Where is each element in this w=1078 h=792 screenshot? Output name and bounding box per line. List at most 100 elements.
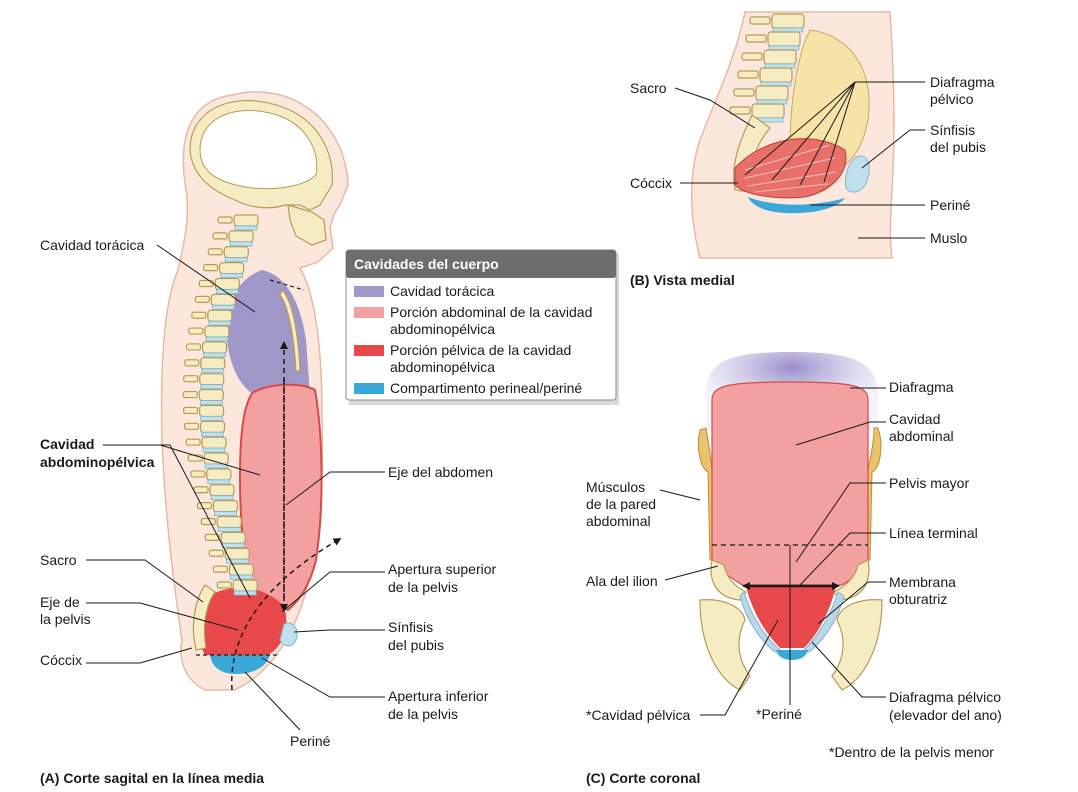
spinous-process: [185, 438, 201, 446]
label-apertura-inferior-2: de la pelvis: [388, 706, 458, 722]
lumbar-vertebra: [763, 49, 797, 65]
intervertebral-disc: [220, 273, 244, 279]
vertebra: [200, 357, 226, 370]
vertebra: [203, 452, 229, 465]
sternum: [279, 288, 301, 373]
pubic-symphysis-b: [845, 155, 870, 193]
caption-panel-b: (B) Vista medial: [630, 272, 735, 288]
leader-musculos-c: [659, 489, 701, 501]
jaw: [287, 204, 327, 246]
pelvic-portion: [198, 587, 287, 655]
leader-cavidad-toracica: [156, 244, 256, 313]
label-membrana-c-2: obturatriz: [889, 591, 947, 607]
spinous-process: [185, 343, 202, 351]
label-cavidad-toracica: Cavidad torácica: [40, 237, 144, 253]
spinous-process: [741, 52, 763, 61]
intervertebral-disc: [229, 574, 253, 580]
leader-cavidad-abdominopelvica-b: [103, 444, 251, 599]
label-eje-pelvis-2: la pelvis: [40, 611, 91, 627]
label-musculos-c-3: abdominal: [586, 513, 651, 529]
label-apertura-inferior-1: Apertura inferior: [388, 688, 489, 704]
label-coccix-b: Cóccix: [630, 175, 672, 191]
vertebra: [199, 420, 226, 433]
caption-panel-c: (C) Corte coronal: [586, 770, 700, 786]
intervertebral-disc: [200, 384, 224, 390]
legend-item-label: Cavidad torácica: [390, 283, 494, 299]
lumbar-vertebra: [751, 103, 785, 119]
label-cavidad-abdominal-c-2: abdominal: [889, 428, 954, 444]
hip-left-c: [699, 599, 751, 691]
legend-item-label: Porción abdominal de la cavidad: [390, 304, 592, 320]
intervertebral-disc: [233, 590, 257, 596]
hip-right-c: [831, 599, 883, 691]
vertebra: [198, 404, 225, 418]
lumbar-spine-b: [729, 13, 805, 123]
vertebra: [228, 230, 254, 243]
label-pelvis-mayor-c: Pelvis mayor: [889, 475, 969, 491]
intervertebral-disc: [210, 495, 234, 501]
panel-b-medial: Sacro Cóccix Diafragma pélvico Sínfisis …: [630, 11, 995, 288]
label-eje-pelvis-1: Eje de: [40, 594, 80, 610]
vertebra: [220, 531, 246, 544]
label-apertura-superior-2: de la pelvis: [388, 579, 458, 595]
intervertebral-disc: [217, 527, 241, 532]
legend-header: [346, 250, 616, 278]
vertebra: [216, 515, 242, 529]
label-muslo-b: Muslo: [930, 230, 968, 246]
legend-swatch: [354, 345, 384, 356]
leader-cavidad-pelvica-c: [700, 619, 779, 716]
spinous-process: [196, 502, 213, 510]
spinous-process: [200, 517, 216, 526]
leader-diafragma-pelvico-b3: [799, 81, 856, 186]
label-sacro-a: Sacro: [40, 552, 77, 568]
leader-membrana-c: [817, 581, 886, 625]
label-cavidad-abdominal-c-1: Cavidad: [889, 411, 940, 427]
label-sinfisis-a-1: Sínfisis: [388, 619, 433, 635]
pelvic-diaphragm-left-c: [739, 591, 781, 653]
sacrum-bone: [192, 584, 216, 651]
lumbar-vertebra: [759, 67, 793, 83]
vertebra: [209, 484, 235, 497]
spinous-process: [190, 470, 206, 478]
legend-item-label: abdominopélvica: [390, 321, 495, 337]
spinous-process: [191, 311, 207, 319]
vertebra: [198, 388, 224, 402]
label-perine-a: Periné: [290, 733, 331, 749]
label-diafragma-c: Diafragma: [889, 379, 954, 395]
label-cavidad-abdominopelvica-2: abdominopélvica: [40, 454, 155, 470]
leader-diafragma-pelvico-c: [811, 641, 886, 698]
leader-pelvis-mayor-c: [795, 482, 886, 563]
leader-apertura-superior: [281, 571, 385, 613]
intervertebral-disc: [229, 241, 253, 247]
label-membrana-c-1: Membrana: [889, 574, 956, 590]
lumbar-vertebra: [767, 31, 801, 47]
vertebra: [199, 373, 225, 386]
vertebra: [219, 262, 245, 275]
intervertebral-disc: [203, 352, 226, 358]
lumbar-vertebra: [771, 13, 805, 29]
abdominal-cavity-c: [711, 381, 869, 586]
spinous-process: [749, 16, 771, 25]
label-sacro-b: Sacro: [630, 80, 667, 96]
label-coccix-a: Cóccix: [40, 652, 82, 668]
perineum-b: [748, 197, 845, 214]
label-diafragma-pelvico-b-2: pélvico: [930, 91, 974, 107]
spinous-process: [208, 549, 224, 557]
intervertebral-disc: [211, 304, 235, 310]
pubic-symphysis: [279, 622, 298, 647]
legend-item-label: abdominopélvica: [390, 359, 495, 375]
spinous-process: [182, 406, 199, 415]
leader-coccix: [86, 647, 193, 664]
vertebra: [212, 500, 239, 513]
legend: Cavidades del cuerpo Cavidad torácicaPor…: [345, 249, 619, 405]
label-musculos-c-2: de la pared: [586, 496, 656, 512]
legend-item-label: Compartimento perineal/periné: [390, 380, 582, 396]
spinous-process: [729, 106, 751, 115]
intervertebral-disc: [204, 463, 228, 469]
legend-swatch: [354, 383, 384, 394]
intervertebral-disc: [214, 511, 237, 517]
legend-swatch: [354, 286, 384, 297]
label-cavidad-pelvica-c: *Cavidad pélvica: [586, 707, 690, 723]
